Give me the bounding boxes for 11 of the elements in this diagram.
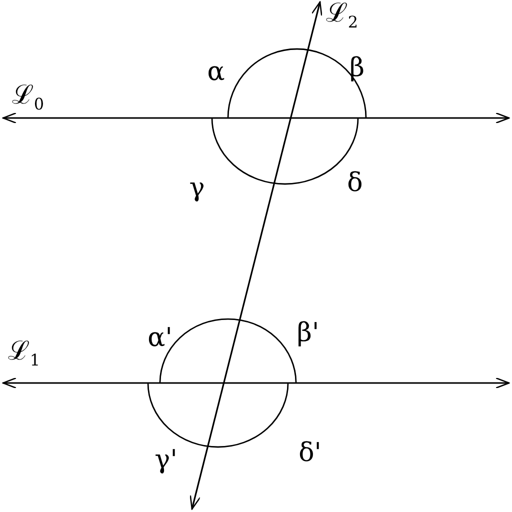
angle-label: γ xyxy=(189,173,205,203)
angle-label: α xyxy=(207,57,225,87)
angle-label: β xyxy=(349,53,365,83)
angle-label: β' xyxy=(296,318,320,348)
angle-label: δ xyxy=(347,168,363,198)
angle-label: α' xyxy=(148,323,172,353)
line-label: ℒ$_{1}$ xyxy=(8,336,40,372)
angle-label: δ' xyxy=(298,438,322,468)
angle-label: γ' xyxy=(154,445,178,475)
line-label: ℒ$_{2}$ xyxy=(326,0,358,34)
line-label: ℒ$_{0}$ xyxy=(12,80,44,116)
